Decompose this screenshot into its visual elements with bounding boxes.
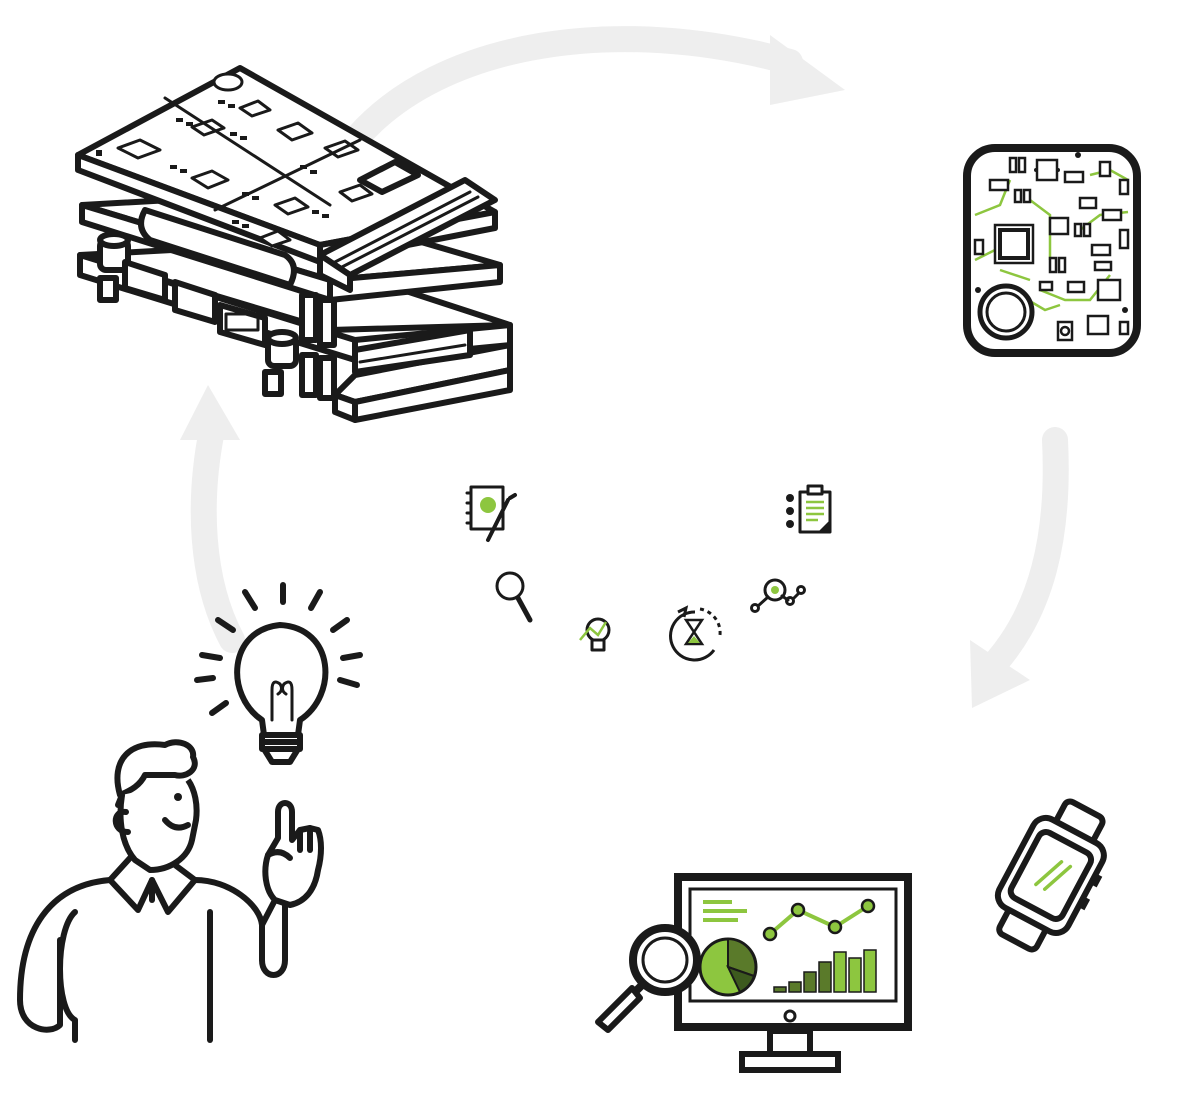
smartwatch-icon: [994, 798, 1107, 953]
hourglass-cycle-icon: [669, 605, 722, 662]
cycle-arrows: [180, 26, 1069, 708]
circuit-module-icon: [963, 144, 1141, 357]
bulb-rays: [194, 582, 363, 716]
monitor-pie-chart: [698, 937, 758, 997]
board-pads: [96, 100, 329, 228]
checklist-clipboard-icon: [786, 484, 832, 534]
node-path-icon: [750, 578, 806, 613]
cycle-arrow-top: [342, 26, 845, 153]
idea-growth-icon: [579, 617, 611, 652]
idea-lightbulb-icon: [194, 582, 363, 765]
magnifier-icon: [495, 571, 533, 623]
monitor-line-chart: [762, 898, 876, 942]
monitor-bar-chart: [773, 949, 877, 993]
analytics-monitor-icon: [595, 873, 912, 1073]
monitor-magnifier-icon: [595, 924, 701, 1033]
stacked-boards-icon: [75, 65, 513, 423]
notebook-pen-icon: [465, 485, 517, 542]
monitor-text-lines: [703, 900, 747, 922]
module-components: [973, 156, 1130, 342]
cycle-arrow-left: [180, 385, 245, 653]
center-icons: [465, 484, 832, 662]
module-pads: [975, 152, 1128, 313]
person-idea-icon: [17, 739, 324, 1043]
cycle-arrow-right: [970, 427, 1069, 708]
